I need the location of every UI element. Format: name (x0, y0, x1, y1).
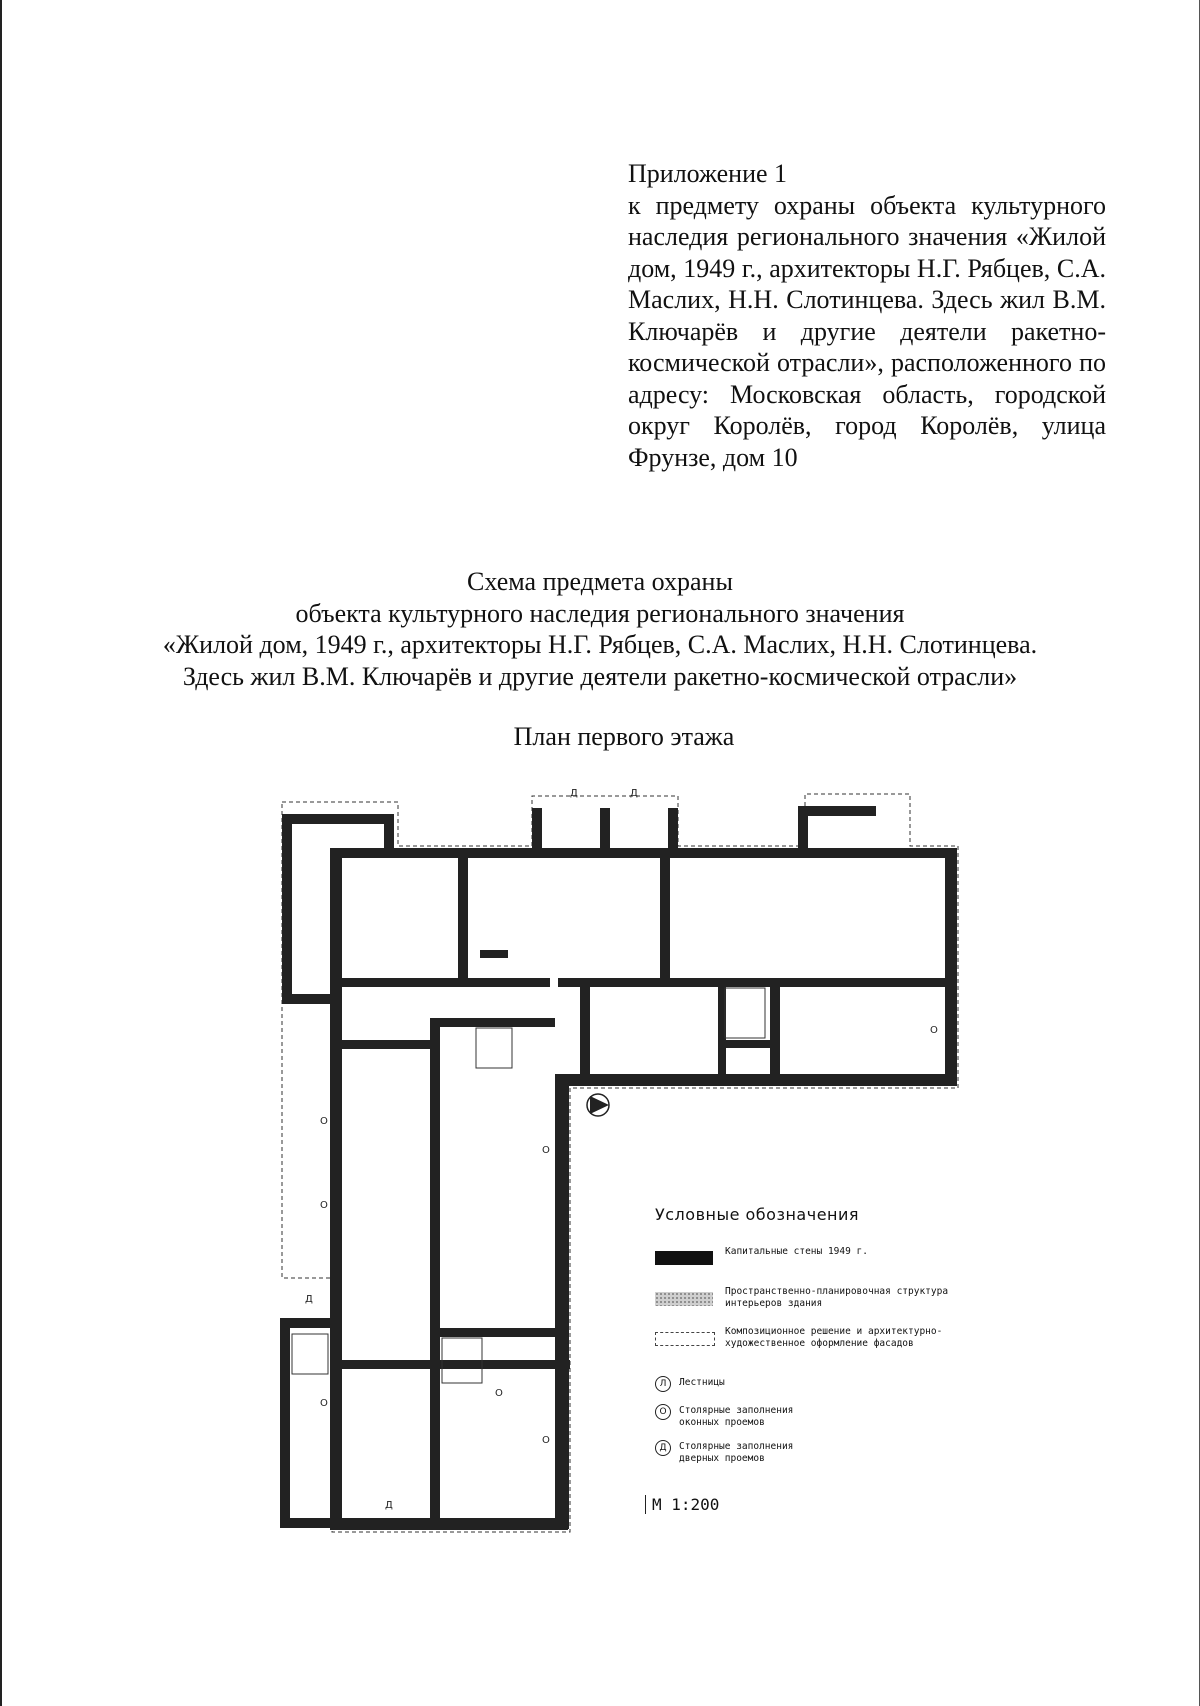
legend-label-facade: Композиционное решение и архитектурно- х… (725, 1326, 943, 1349)
door-mark: Д (630, 788, 638, 799)
wall-inner-v3 (580, 978, 590, 1078)
legend-label-stairs: Лестницы (679, 1377, 725, 1388)
wall-north-east (710, 848, 950, 858)
stair-south (441, 1337, 483, 1384)
wall-inner-v4 (770, 978, 780, 1078)
legend-item-stairs: Л Лестницы (655, 1376, 1055, 1404)
legend-title: Условные обозначения (655, 1205, 860, 1224)
door-symbol-icon: Д (655, 1440, 671, 1456)
wall-inner-h4 (430, 1018, 555, 1027)
wall-porch-1 (532, 808, 542, 850)
wall-inner-v2 (660, 858, 670, 980)
wall-inner-h1 (330, 978, 430, 987)
wall-nw-wing (282, 814, 292, 1004)
stair-center (724, 987, 766, 1039)
scale-label: М 1:200 (645, 1495, 719, 1514)
wall-sw-entry (280, 1323, 290, 1523)
window-mark: О (495, 1388, 503, 1399)
wall-nw-wing-side (384, 814, 394, 850)
stairs (291, 987, 766, 1384)
wall-south-east (565, 1074, 957, 1086)
legend-item-windows: О Столярные заполнения оконных проемов (655, 1404, 1055, 1440)
wall-inner-v6 (718, 978, 726, 1078)
window-mark: О (542, 1145, 550, 1156)
scan-edge-left (0, 0, 2, 1706)
door-marks: Д Д Д Д (305, 788, 638, 1511)
north-arrow-pointer (590, 1096, 609, 1114)
legend-label-doors: Столярные заполнения дверных проемов (679, 1441, 794, 1464)
wall-south (330, 1518, 568, 1530)
wall-inner-h5 (330, 1040, 430, 1049)
plan-caption: План первого этажа (513, 722, 735, 751)
door-mark: Д (570, 788, 578, 799)
legend-swatch-walls (655, 1251, 713, 1265)
floor-plan: О О О О О О О Д Д Д Д (280, 788, 959, 1533)
wall-east (945, 848, 957, 1086)
wall-inner-v1 (458, 858, 468, 980)
window-mark: О (320, 1398, 328, 1409)
wall-ne-wing-side (798, 806, 808, 850)
title-line-3: «Жилой дом, 1949 г., архитекторы Н.Г. Ря… (162, 630, 1038, 659)
wall-inner-h6 (330, 1360, 570, 1369)
stair-north (475, 1027, 513, 1069)
document-title: Схема предмета охраны объекта культурног… (0, 566, 1200, 692)
title-line-2: объекта культурного наследия регионально… (295, 598, 905, 628)
legend: Условные обозначения Капитальные стены 1… (655, 1205, 1055, 1476)
wall-inner-v5 (430, 1018, 440, 1528)
appendix-text: к предмету охраны объекта культурного на… (628, 190, 1106, 472)
wall-mid-pier (480, 950, 508, 958)
wall-inner-h2 (430, 978, 550, 987)
wall-porch-3 (668, 808, 678, 850)
wall-west (330, 848, 342, 1530)
door-mark: Д (385, 1500, 393, 1511)
window-symbol-icon: О (655, 1404, 671, 1420)
wall-porch-2 (600, 808, 610, 850)
wall-inner-east (555, 1074, 569, 1529)
legend-swatch-facade (655, 1332, 715, 1346)
wall-nw-wing-bottom (282, 994, 332, 1004)
legend-item-walls: Капитальные стены 1949 г. (655, 1246, 1055, 1286)
window-mark: О (542, 1435, 550, 1446)
title-line-4: Здесь жил В.М. Ключарёв и другие деятели… (182, 661, 1018, 691)
legend-label-interior: Пространственно-планировочная структура … (725, 1286, 949, 1309)
wall-inner-h7 (430, 1328, 555, 1337)
legend-item-facade: Композиционное решение и архитектурно- х… (655, 1326, 1055, 1376)
appendix-heading: Приложение 1 (628, 159, 788, 188)
window-mark: О (320, 1200, 328, 1211)
wall-inner-h3 (558, 978, 948, 987)
wall-north-west (330, 848, 710, 858)
legend-label-windows: Столярные заполнения оконных проемов (679, 1405, 794, 1428)
legend-label-walls: Капитальные стены 1949 г. (725, 1246, 868, 1257)
title-line-1: Схема предмета охраны (467, 567, 733, 596)
wall-sw-entry-bottom (280, 1518, 335, 1528)
wall-sw-entry-top (280, 1318, 335, 1328)
wall-stair-low (720, 1040, 780, 1048)
appendix-block: Приложение 1 к предмету охраны объекта к… (628, 158, 1106, 473)
window-mark: О (320, 1116, 328, 1127)
legend-item-doors: Д Столярные заполнения дверных проемов (655, 1440, 1055, 1476)
capital-walls (280, 806, 957, 1530)
legend-swatch-interior (655, 1292, 713, 1306)
legend-item-interior: Пространственно-планировочная структура … (655, 1286, 1055, 1326)
wall-nw-wing-top (282, 814, 394, 824)
window-mark: О (930, 1025, 938, 1036)
north-arrow-icon (586, 1093, 610, 1117)
window-marks: О О О О О О О (320, 1025, 938, 1446)
door-mark: Д (305, 1294, 313, 1305)
stair-entry (291, 1333, 329, 1375)
wall-ne-wing (798, 806, 876, 816)
stairs-symbol-icon: Л (655, 1376, 671, 1392)
